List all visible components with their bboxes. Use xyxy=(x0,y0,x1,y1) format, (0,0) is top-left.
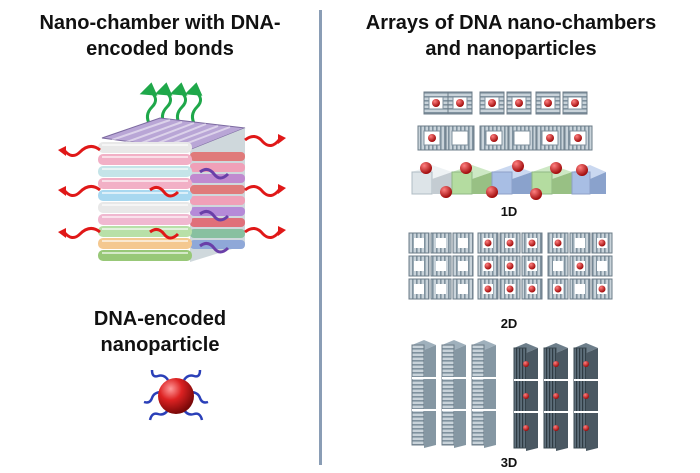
array-3d xyxy=(411,340,598,451)
array-1d xyxy=(411,91,606,200)
dna-encoded-nanoparticle xyxy=(143,369,209,421)
left-title-line1: Nano-chamber with DNA- xyxy=(39,12,281,34)
red-dna-strands xyxy=(62,135,281,240)
label-3d: 3D xyxy=(500,455,518,470)
np-label-line1: DNA-encoded xyxy=(93,308,227,330)
nano-chamber-illustration xyxy=(58,82,286,262)
2d-block-partial xyxy=(547,232,613,300)
nanoparticle-label: DNA-encoded nanoparticle xyxy=(60,306,260,358)
array-2d xyxy=(408,232,613,300)
chamber-front-rods xyxy=(98,142,192,261)
1d-row-2 xyxy=(417,125,593,151)
label-2d: 2D xyxy=(500,316,518,331)
2d-block-empty xyxy=(408,232,474,300)
left-title-line2: encoded bonds xyxy=(86,38,234,60)
3d-stack-filled xyxy=(513,343,598,451)
nanoparticle-core xyxy=(158,378,194,414)
nanoparticle-strands xyxy=(143,369,209,421)
1d-row-1 xyxy=(423,91,588,115)
right-panel-title: Arrays of DNA nano-chambers and nanopart… xyxy=(322,10,700,62)
left-panel-title: Nano-chamber with DNA- encoded bonds xyxy=(0,10,320,62)
right-title-line2: and nanoparticles xyxy=(425,38,597,60)
panel-divider xyxy=(319,10,322,465)
right-title-line1: Arrays of DNA nano-chambers xyxy=(365,12,657,34)
3d-stack-empty xyxy=(411,340,496,448)
np-label-line2: nanoparticle xyxy=(100,334,220,356)
chamber-side-rods xyxy=(190,152,245,249)
2d-block-filled xyxy=(477,232,543,300)
label-1d: 1D xyxy=(500,204,518,219)
1d-row-3 xyxy=(411,160,606,200)
chamber-side-face xyxy=(190,128,245,262)
purple-dna-strands xyxy=(199,167,230,254)
